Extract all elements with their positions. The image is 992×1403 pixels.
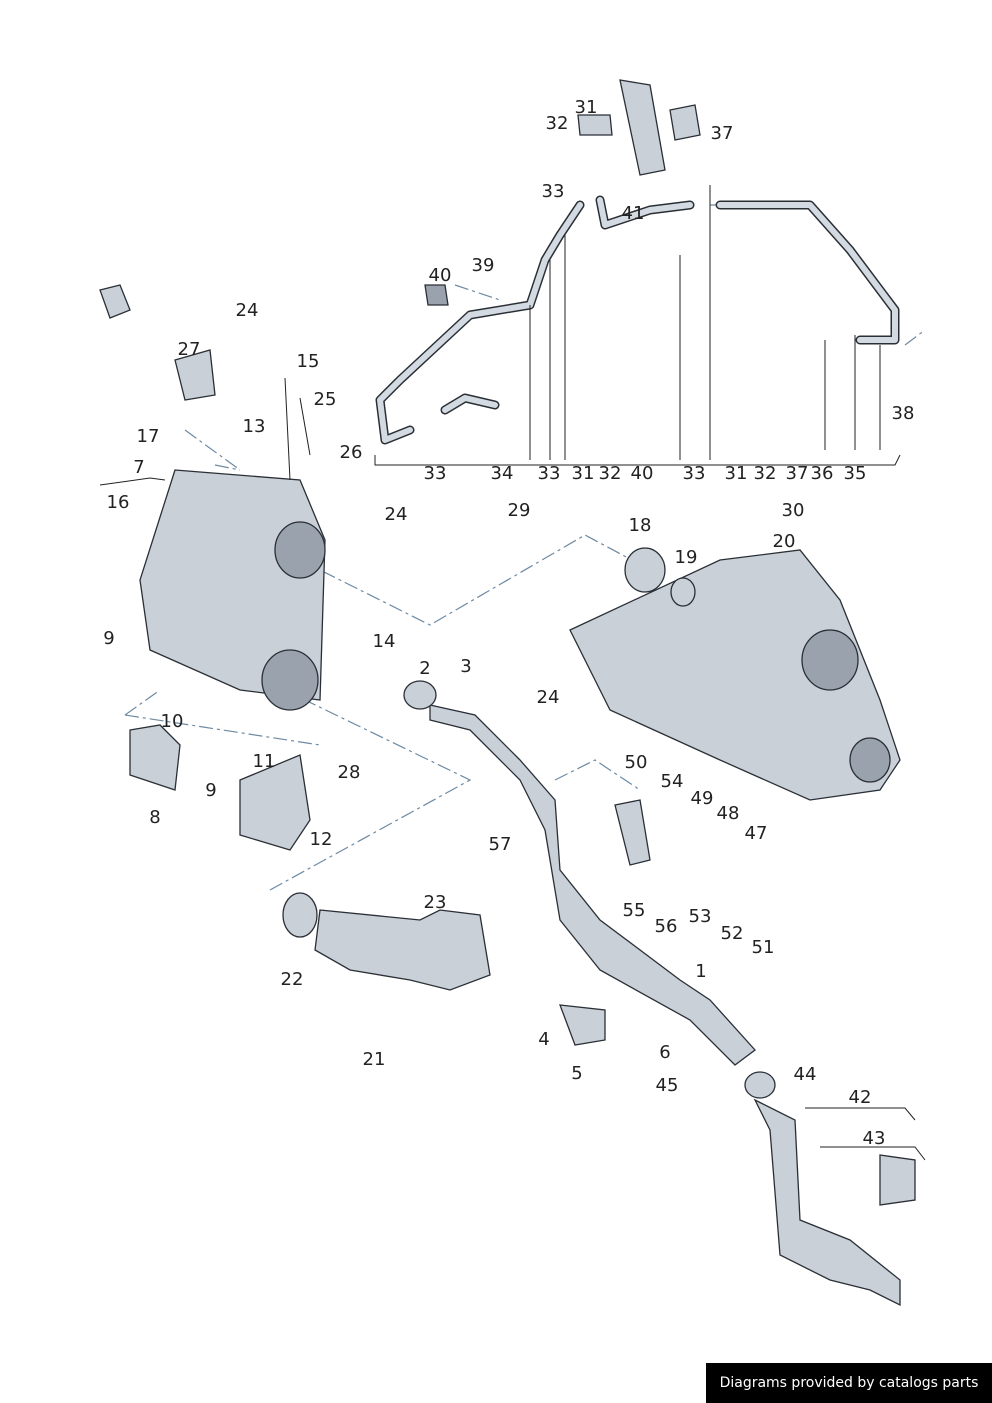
callout-label: 11 <box>253 751 276 772</box>
attribution-text: Diagrams provided by catalogs parts <box>719 1375 979 1391</box>
callout-label: 24 <box>385 504 408 525</box>
callout-label: 34 <box>491 463 514 484</box>
egr-valve-23 <box>314 909 491 991</box>
callout-label: 54 <box>661 771 684 792</box>
callout-label: 28 <box>338 762 361 783</box>
callout-label: 40 <box>631 463 654 484</box>
callout-label: 37 <box>786 463 809 484</box>
callout-label: 41 <box>622 203 645 224</box>
callout-label: 45 <box>656 1075 679 1096</box>
callout-label: 4 <box>538 1029 549 1050</box>
callout-label: 52 <box>721 923 744 944</box>
callout-label: 1 <box>695 961 706 982</box>
callout-label: 53 <box>689 906 712 927</box>
callout-label: 24 <box>537 687 560 708</box>
bracket-37 <box>619 79 666 176</box>
callout-label: 57 <box>489 834 512 855</box>
callout-label: 3 <box>460 656 471 677</box>
callout-label: 9 <box>205 780 216 801</box>
sensor-bracket-31 <box>577 114 613 136</box>
callout-label: 49 <box>691 788 714 809</box>
callout-label: 30 <box>782 500 805 521</box>
callout-label: 20 <box>773 531 796 552</box>
callout-label: 12 <box>310 829 333 850</box>
attribution-banner: Diagrams provided by catalogs parts <box>706 1363 992 1403</box>
callout-label: 47 <box>745 823 768 844</box>
callout-label: 36 <box>811 463 834 484</box>
callout-label: 51 <box>752 937 775 958</box>
callout-label: 13 <box>243 416 266 437</box>
callout-label: 38 <box>892 403 915 424</box>
callout-label: 6 <box>659 1042 670 1063</box>
callout-label: 32 <box>599 463 622 484</box>
callout-label: 27 <box>178 339 201 360</box>
callout-label: 18 <box>629 515 652 536</box>
callout-label: 44 <box>794 1064 817 1085</box>
callout-label: 55 <box>623 900 646 921</box>
callout-label: 32 <box>754 463 777 484</box>
callout-label: 29 <box>508 500 531 521</box>
callout-label: 31 <box>572 463 595 484</box>
callout-label: 35 <box>844 463 867 484</box>
callout-label: 17 <box>137 426 160 447</box>
front-pipe-1 <box>429 704 756 1066</box>
callout-label: 33 <box>538 463 561 484</box>
callout-label: 33 <box>424 463 447 484</box>
callout-label: 33 <box>542 181 565 202</box>
callout-label: 50 <box>625 752 648 773</box>
callout-label: 9 <box>103 628 114 649</box>
callout-label: 40 <box>429 265 452 286</box>
callout-label: 26 <box>340 442 363 463</box>
callout-label: 2 <box>419 658 430 679</box>
callout-label: 21 <box>363 1049 386 1070</box>
callout-label: 15 <box>297 351 320 372</box>
callout-label: 22 <box>281 969 304 990</box>
hoses <box>375 195 900 445</box>
callout-label: 48 <box>717 803 740 824</box>
callout-label: 31 <box>725 463 748 484</box>
parts <box>99 79 916 1307</box>
callout-label: 5 <box>571 1063 582 1084</box>
callout-label: 31 <box>575 97 598 118</box>
callout-label: 14 <box>373 631 396 652</box>
callout-label: 37 <box>711 123 734 144</box>
callout-label: 33 <box>683 463 706 484</box>
callout-label: 7 <box>133 457 144 478</box>
callout-label: 25 <box>314 389 337 410</box>
exhaust-manifold-turbo-20 <box>569 549 901 801</box>
callout-label: 39 <box>472 255 495 276</box>
callout-label: 8 <box>149 807 160 828</box>
callout-label: 10 <box>161 711 184 732</box>
callout-label: 23 <box>424 892 447 913</box>
callout-label: 43 <box>863 1128 886 1149</box>
leader-lines <box>99 185 926 1161</box>
callout-label: 19 <box>675 547 698 568</box>
callout-label: 24 <box>236 300 259 321</box>
callout-label: 42 <box>849 1087 872 1108</box>
callout-label: 56 <box>655 916 678 937</box>
callout-label: 32 <box>546 113 569 134</box>
callout-label: 16 <box>107 492 130 513</box>
rear-pipe-42 <box>753 1098 901 1307</box>
